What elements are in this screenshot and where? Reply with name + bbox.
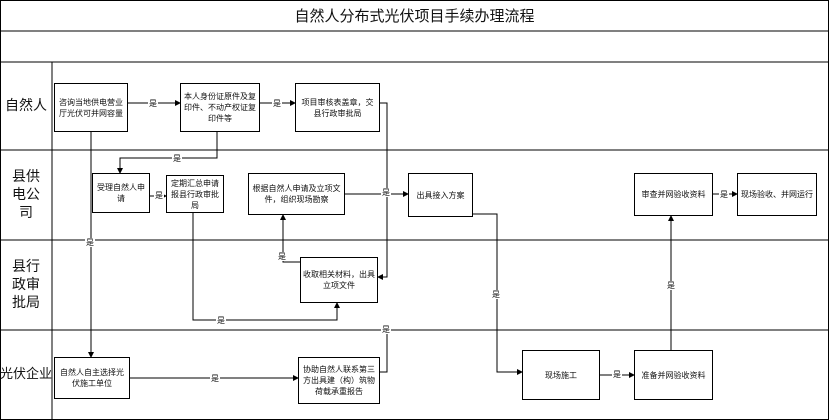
lane-label-county-power: 县供电公司: [12, 169, 40, 221]
lane-label-county-approval: 县行政审批局: [12, 259, 40, 311]
box-summarize: 定期汇总申请报县行政审批局: [166, 175, 224, 213]
box-prepare-acceptance: 准备并网验收资料: [634, 350, 713, 400]
edge-collect-to-survey: [280, 214, 300, 263]
box-access-plan: 出具接入方案: [408, 173, 473, 217]
diagram-title: 自然人分布式光伏项目手续办理流程: [294, 7, 535, 25]
edge-summarize-to-collect: [192, 213, 340, 321]
edge-label-5: 是: [381, 188, 391, 197]
edge-label-14: 是: [719, 190, 729, 199]
box-consult: 咨询当地供电营业厅光伏可并网容量: [54, 83, 128, 132]
edge-label-12: 是: [612, 370, 622, 379]
box-onsite-grid: 现场验收、并网运行: [737, 173, 817, 216]
edge-assist-up: [380, 330, 388, 373]
edge-label-13: 是: [666, 281, 676, 290]
box-construction: 现场施工: [522, 350, 600, 400]
edge-label-11: 是: [491, 290, 501, 299]
edge-label-10: 是: [210, 374, 220, 383]
lane-label-natural-person: 自然人: [5, 98, 47, 114]
lane-label-pv-enterprise: 光伏企业: [0, 367, 53, 382]
box-accept: 受理自然人申请: [92, 173, 150, 213]
box-choose-unit: 自然人自主选择光伏施工单位: [54, 357, 130, 399]
edge-label-3: 是: [172, 154, 182, 163]
box-review-acceptance: 审查并网验收资料: [634, 173, 713, 216]
box-survey: 根据自然人申请及立项文件，组织现场勘察: [248, 173, 345, 215]
edge-label-7: 是: [277, 252, 287, 261]
box-review-stamp: 项目审核表盖章，交县行政审批局: [295, 83, 380, 132]
box-assist: 协助自然人联系第三方出具建（构）筑物荷载承重报告: [298, 357, 380, 404]
edge-idcopies-to-accept: [117, 132, 218, 174]
edge-label-2: 是: [272, 99, 282, 108]
box-collect-docs: 收取相关材料，出具立项文件: [300, 257, 378, 303]
edge-label-6: 是: [85, 238, 95, 247]
edge-label-1: 是: [148, 99, 158, 108]
edge-label-8: 是: [216, 316, 226, 325]
edge-label-4: 是: [154, 191, 164, 200]
box-idcopies: 本人身份证原件及复印件、不动产权证复印件等: [180, 83, 260, 132]
edge-label-9: 是: [381, 325, 391, 334]
